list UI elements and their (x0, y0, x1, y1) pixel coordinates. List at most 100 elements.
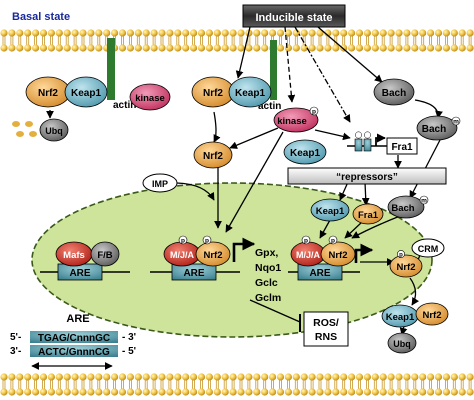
lipid-head (379, 373, 387, 381)
lipid-head (142, 373, 150, 381)
kinase-inducible (273, 107, 319, 133)
lipid-tail (200, 380, 203, 389)
lipid-head (47, 373, 56, 381)
lipid-head (79, 44, 87, 52)
lipid-head (142, 29, 150, 37)
lipid-head (419, 44, 427, 52)
lipid-head (269, 29, 277, 37)
lipid-tail (397, 380, 401, 389)
gene-gclm: Gclm (255, 292, 281, 304)
fb-label: F/B (97, 250, 112, 261)
are-line2-prefix: 3'- (10, 346, 21, 357)
lipid-tail (287, 36, 290, 45)
lipid-head (118, 29, 127, 37)
lipid-tail (452, 380, 456, 389)
lipid-head (229, 373, 237, 381)
lipid-tail (223, 380, 227, 389)
lipid-head (142, 44, 150, 52)
lipid-tail (445, 36, 448, 45)
lipid-head (387, 373, 395, 381)
lipid-tail (381, 36, 385, 45)
lipid-head (190, 373, 198, 381)
lipid-head (324, 388, 332, 396)
lipid-head (16, 29, 24, 37)
lipid-head (8, 373, 16, 381)
lipid-tail (468, 380, 472, 389)
lipid-head (427, 44, 435, 52)
lipid-tail (2, 36, 6, 45)
lipid-tail (263, 36, 267, 45)
lipid-head (245, 373, 253, 381)
mja-center-label: M/J/A (170, 250, 195, 260)
lipid-head (379, 388, 387, 396)
lipid-head (0, 29, 8, 37)
basal-state-label: Basal state (12, 11, 70, 23)
lipid-head (134, 44, 142, 52)
svg-text:p: p (312, 109, 316, 116)
lipid-head (213, 44, 221, 52)
lipid-tail (334, 380, 338, 389)
lipid-head (8, 29, 16, 37)
are-line2-suffix: - 5' (122, 346, 136, 357)
lipid-tail (89, 36, 93, 45)
lipid-head (253, 373, 261, 381)
lipid-head (332, 388, 340, 396)
keap1-nuclear (310, 198, 350, 222)
are-right-label: ARE (309, 268, 330, 279)
fra1-gene-region: Fra1 Bach Bach m (347, 78, 461, 155)
lipid-head (363, 29, 371, 37)
are-legend-title: ARE (66, 313, 89, 325)
lipid-head (205, 388, 213, 396)
lipid-tail (113, 380, 116, 389)
lipid-head (332, 44, 340, 52)
lipid-tail (89, 380, 93, 389)
lipid-tail (445, 380, 448, 389)
lipid-tail (136, 380, 140, 389)
lipid-head (174, 44, 182, 52)
lipid-tail (397, 36, 401, 45)
nrf2-exported-label: Nrf2 (396, 262, 415, 273)
lipid-head (182, 388, 190, 396)
lipid-tail (318, 36, 322, 45)
lipid-tail (231, 36, 235, 45)
lipid-tail (342, 36, 346, 45)
lipid-tail (215, 36, 219, 45)
lipid-head (221, 29, 229, 37)
lipid-tail (57, 380, 61, 389)
lipid-tail (176, 380, 180, 389)
nrf2-basal-label: Nrf2 (38, 88, 58, 99)
lipid-head (316, 373, 324, 381)
lipid-head (332, 29, 340, 37)
lipid-head (47, 44, 56, 52)
cell-membrane-top (0, 29, 474, 52)
lipid-head (403, 44, 411, 52)
repressors-bar: “repressors” (287, 167, 447, 185)
gene-gclc: Gclc (255, 277, 278, 289)
lipid-head (221, 388, 229, 396)
nrf2-cytoplasm-right (415, 302, 449, 326)
lipid-head (95, 44, 103, 52)
lipid-tail (97, 36, 101, 45)
mja-right-label: M/J/A (296, 250, 321, 260)
lipid-tail (81, 36, 85, 45)
lipid-head (340, 373, 348, 381)
lipid-head (332, 373, 340, 381)
lipid-tail (350, 36, 353, 45)
lipid-head (261, 29, 269, 37)
lipid-tail (97, 380, 101, 389)
lipid-head (466, 373, 474, 381)
lipid-head (95, 29, 103, 37)
lipid-tail (413, 380, 417, 389)
lipid-head (308, 388, 316, 396)
lipid-tail (310, 380, 314, 389)
lipid-head (371, 44, 379, 52)
lipid-tail (389, 380, 393, 389)
lipid-tail (73, 380, 77, 389)
active-are-complex: ARE M/J/A Nrf2 p p (150, 235, 240, 281)
lipid-tail (326, 380, 330, 389)
lipid-head (16, 373, 24, 381)
fb-protein (90, 241, 120, 267)
lipid-tail (152, 380, 156, 389)
lipid-head (442, 373, 450, 381)
lipid-head (411, 388, 419, 396)
